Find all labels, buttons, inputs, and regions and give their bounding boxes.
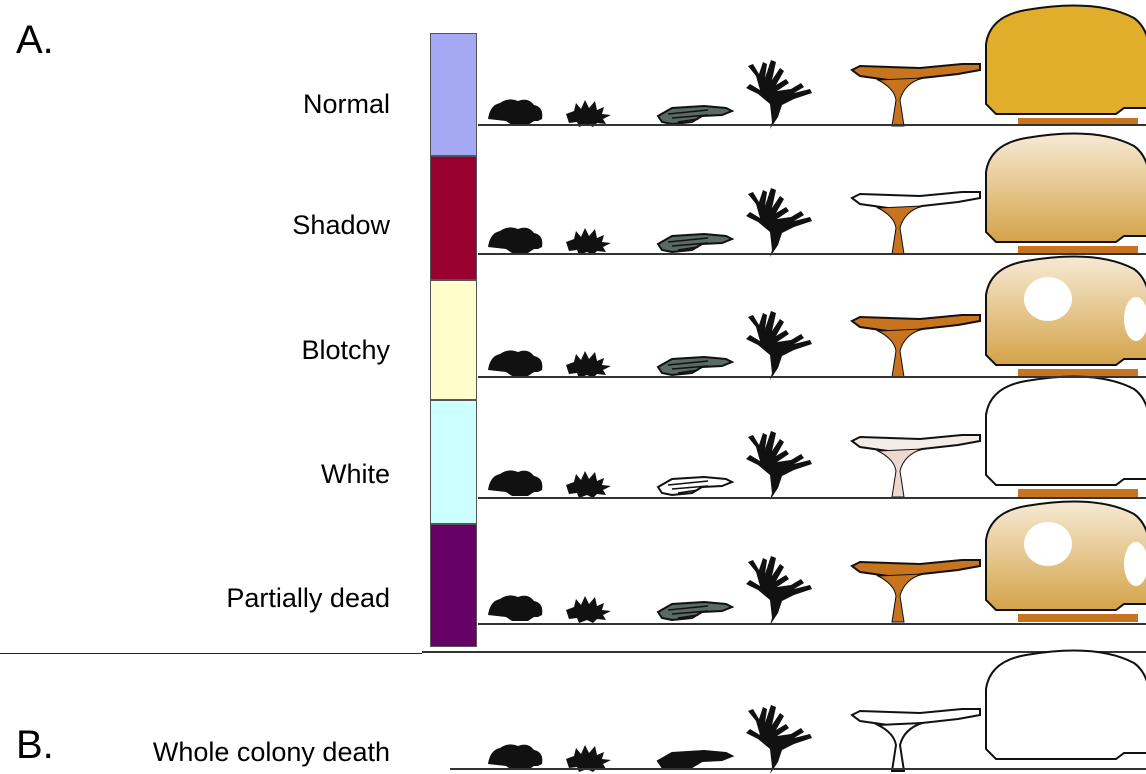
encrusting-coral-icon	[488, 99, 542, 125]
spiky-coral-icon	[566, 100, 611, 127]
massive-coral-icon	[986, 6, 1146, 127]
encrusting-coral-icon	[488, 227, 542, 253]
baseline-shadow	[478, 253, 1146, 255]
row-label-whole-colony-death: Whole colony death	[153, 739, 390, 766]
baseline-dead	[450, 768, 1146, 770]
coral-row-shadow	[478, 132, 1146, 255]
swatch-partially-dead	[430, 524, 477, 647]
plate-coral-icon	[658, 106, 732, 124]
plate-coral-icon	[658, 234, 732, 252]
baseline-partially-dead	[478, 623, 1146, 625]
panel-divider	[0, 653, 422, 654]
baseline-normal	[478, 124, 1146, 126]
row-label-blotchy: Blotchy	[301, 337, 390, 364]
spiky-coral-icon	[566, 351, 611, 378]
table-coral-icon	[852, 435, 980, 497]
baseline-white	[478, 497, 1146, 499]
row-label-shadow: Shadow	[292, 212, 390, 239]
branching-coral-icon	[746, 188, 812, 257]
spiky-coral-icon	[566, 471, 611, 498]
massive-coral-icon	[986, 257, 1146, 378]
encrusting-coral-icon	[488, 744, 542, 770]
massive-coral-icon	[986, 651, 1146, 760]
table-coral-icon	[852, 192, 980, 254]
coral-row-blotchy	[478, 255, 1146, 378]
baseline-blotchy	[478, 376, 1146, 378]
plate-coral-icon	[658, 477, 732, 495]
plate-coral-icon	[658, 602, 732, 620]
spiky-coral-icon	[566, 596, 611, 623]
swatch-shadow	[430, 156, 477, 280]
panel-b-letter: B.	[16, 725, 54, 765]
table-coral-icon	[852, 64, 980, 126]
swatch-blotchy	[430, 280, 477, 400]
table-coral-icon	[852, 315, 980, 377]
massive-coral-icon	[986, 502, 1146, 623]
plate-coral-icon	[658, 357, 732, 375]
table-coral-icon	[852, 560, 980, 622]
coral-row-partially-dead	[478, 500, 1146, 623]
massive-coral-icon	[986, 134, 1146, 255]
row-label-partially-dead: Partially dead	[226, 585, 390, 612]
spiky-coral-icon	[566, 228, 611, 255]
branching-coral-icon	[746, 311, 812, 380]
swatch-normal	[430, 33, 477, 156]
branching-coral-icon	[746, 556, 812, 625]
branching-coral-icon	[746, 431, 812, 500]
branching-coral-icon	[746, 705, 812, 774]
coral-row-normal	[478, 4, 1146, 127]
row-label-white: White	[321, 461, 390, 488]
coral-row-dead	[478, 649, 1146, 772]
encrusting-coral-icon	[488, 595, 542, 621]
table-coral-icon	[852, 709, 980, 771]
branching-coral-icon	[746, 60, 812, 129]
encrusting-coral-icon	[488, 470, 542, 496]
row-label-normal: Normal	[303, 91, 390, 118]
encrusting-coral-icon	[488, 350, 542, 376]
panel-a-letter: A.	[16, 20, 54, 60]
coral-row-white	[478, 375, 1146, 498]
swatch-white	[430, 400, 477, 524]
plate-coral-icon	[658, 751, 732, 769]
massive-coral-icon	[986, 377, 1146, 498]
